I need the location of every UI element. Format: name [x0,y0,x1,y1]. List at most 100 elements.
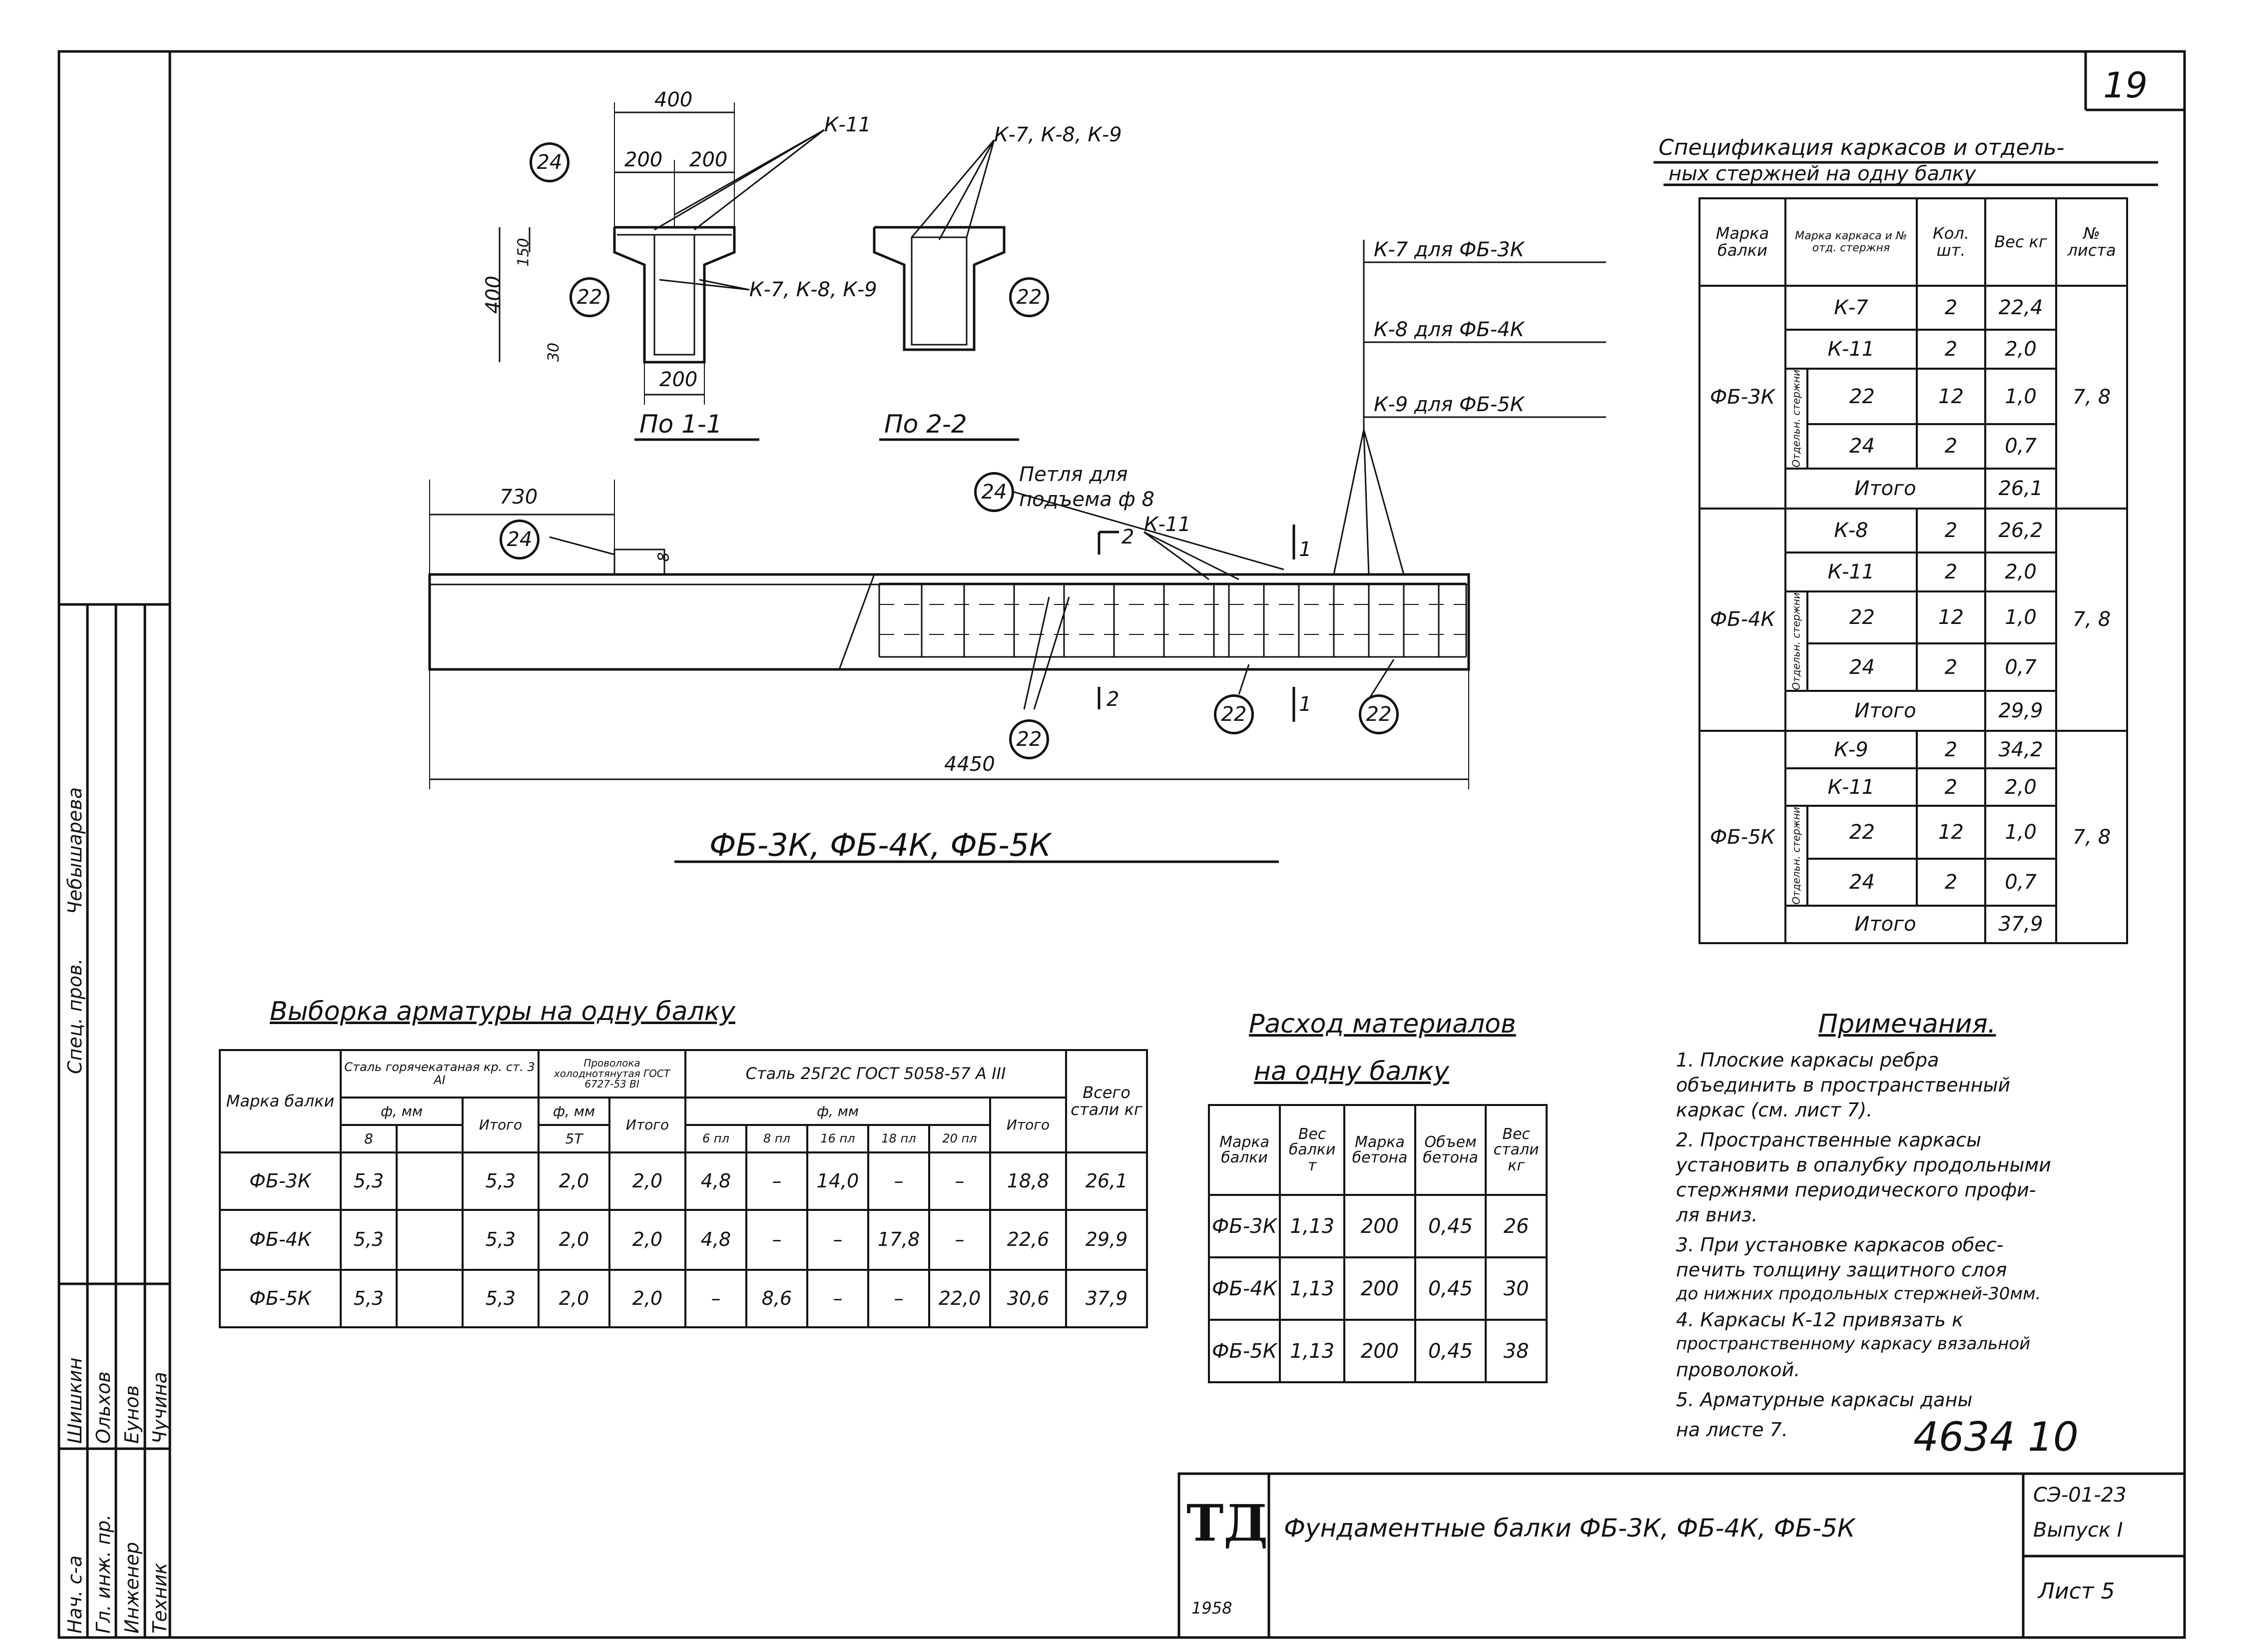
bubble-24-loop: 24 [974,472,1014,512]
notes-title: Примечания. [1818,1009,1996,1039]
spec-g1-r2-qty: 2 [1916,329,1986,370]
spec-g2-r2-qty: 2 [1916,551,1986,592]
spec-g1-r3-qty: 12 [1916,367,1986,426]
rebar-r3-c3: 5,3 [462,1269,540,1328]
elevation-drawing [428,240,1606,789]
spec-g1-r1-item: К-7 [1784,285,1918,331]
spec-g3-r2-item: К-11 [1784,767,1918,807]
spec-h-sheet: № листа [2055,197,2128,287]
sheet-number: 19 [2103,65,2148,106]
drawing-title: Фундаментные балки ФБ-3К, ФБ-4К, ФБ-5К [1284,1514,1855,1543]
rebar-h-wire-class: ВI [629,1078,639,1090]
spec-g2-r3-item: 22 [1806,590,1918,645]
loop-note-2: подъема ф 8 [1019,488,1154,511]
spec-g3-r4-qty: 2 [1916,858,1986,907]
mat-r2-c4: 30 [1485,1256,1548,1321]
dim-bottom-width: 200 [659,368,698,391]
rebar-h-25g2s-text: Сталь 25Г2С ГОСТ 5058-57 [745,1064,971,1083]
callout-k9-elevation: К-9 для ФБ-5К [1374,393,1525,416]
dim-flange: 150 [515,238,533,267]
rebar-r2-c6: 4,8 [684,1209,747,1271]
note-line: установить в опалубку продольными [1676,1154,2051,1176]
materials-table: Марка балки Вес балки т Марка бетона Объ… [1207,1104,1548,1383]
rebar-r3-c4: 2,0 [538,1269,610,1328]
spec-g1-side: Отдельн. стержни [1785,369,1807,469]
note-line: 3. При установке каркасов обес- [1676,1234,2004,1256]
loop-note-1: Петля для [1019,463,1128,486]
note-line: ля вниз. [1676,1204,1758,1226]
stamp-top-role: Чебышарева [64,787,86,914]
rebar-r3-c10: 22,0 [928,1269,991,1328]
bubble-22-section: 22 [569,277,609,317]
section-2-2-drawing [873,139,1006,351]
spec-g3-side: Отдельн. стержни [1785,806,1807,906]
rebar-table: Марка балки Сталь горячекатаная кр. ст. … [219,1049,1148,1328]
rebar-r2-c9: 17,8 [867,1209,930,1271]
section-mark-1-bottom: 1 [1299,693,1312,716]
spec-h-mark: Марка балки [1698,197,1786,287]
mat-r3-c0: ФБ-5К [1207,1319,1281,1383]
spec-g2-r4-item: 24 [1806,642,1918,692]
rebar-r1-c11: 18,8 [989,1151,1067,1211]
rebar-r2-c10: – [928,1209,991,1271]
archive-number: 4634 10 [1913,1414,2079,1460]
stamp-name: Чучина [149,1372,171,1444]
rebar-r3-c7: 8,6 [745,1269,808,1328]
spec-g2-side: Отдельн. стержни [1785,591,1807,691]
rebar-h-st3: Сталь горячекатаная кр. ст. 3 АI [340,1049,540,1099]
dim-width-top: 400 [654,88,693,111]
spec-g3-total-label: Итого [1784,904,1986,944]
mat-h-mark: Марка балки [1207,1104,1281,1196]
dim-half-left: 200 [624,148,663,171]
callout-k7-elevation: К-7 для ФБ-3К [1374,238,1525,261]
materials-title-1: Расход материалов [1249,1009,1516,1039]
note-line: пространственному каркасу вязальной [1676,1334,2031,1354]
spec-g2-r1-item: К-8 [1784,507,1918,553]
rebar-d-wire-5t: 5Т [538,1124,610,1153]
rebar-r1-c8: 14,0 [806,1151,869,1211]
mat-r3-c3: 0,45 [1414,1319,1487,1383]
rebar-r3-c6: – [684,1269,747,1328]
rebar-h-wire-diam: ф, мм [538,1097,610,1126]
spec-g3-r3-w: 1,0 [1984,805,2057,860]
rebar-r1-c12: 26,1 [1065,1151,1148,1211]
inner-frame [168,50,2186,1639]
rebar-r2-c12: 29,9 [1065,1209,1148,1271]
spec-g1-total-label: Итого [1784,467,1986,510]
spec-g1-r1-w: 22,4 [1984,285,2057,331]
rebar-r1-c0: ФБ-3К [219,1151,342,1211]
mat-r2-c1: 1,13 [1279,1256,1346,1321]
rebar-r2-c4: 2,0 [538,1209,610,1271]
section-mark-2-top: 2 [1121,526,1134,549]
rebar-h-25-diam: ф, мм [684,1097,991,1126]
rebar-d-25-18: 18 пл [867,1124,930,1153]
rebar-d-st3-empty [396,1124,464,1153]
rebar-r3-c2 [396,1269,464,1328]
spec-g1-r3-item: 22 [1806,367,1918,426]
rebar-d-st3-8: 8 [340,1124,398,1153]
rebar-r3-c0: ФБ-5К [219,1269,342,1328]
rebar-d-25-16: 16 пл [806,1124,869,1153]
callout-k11-section: К-11 [824,113,871,136]
spec-g2-r4-qty: 2 [1916,642,1986,692]
mat-r3-c1: 1,13 [1279,1319,1346,1383]
spec-g2-r3-qty: 12 [1916,590,1986,645]
mat-h-grade: Марка бетона [1343,1104,1416,1196]
bubble-22-elev-a: 22 [1009,719,1049,759]
mat-r2-c2: 200 [1343,1256,1416,1321]
rebar-r2-c11: 22,6 [989,1209,1067,1271]
rebar-r1-c9: – [867,1151,930,1211]
rebar-h-st3-itogo: Итого [462,1097,540,1153]
org-logo: ТД [1186,1494,1268,1553]
callout-k8-elevation: К-8 для ФБ-4К [1374,318,1525,341]
rebar-r1-c6: 4,8 [684,1151,747,1211]
spec-g1-r4-w: 0,7 [1984,423,2057,470]
note-line: 1. Плоские каркасы ребра [1676,1049,1939,1071]
bubble-22-elev-b: 22 [1214,694,1254,734]
note-line: 4. Каркасы К-12 привязать к [1676,1309,1964,1331]
callout-k7-section: К-7, К-8, К-9 [749,278,877,301]
materials-title-2: на одну балку [1254,1057,1449,1087]
rebar-r1-c10: – [928,1151,991,1211]
spec-g2-sheet: 7, 8 [2055,507,2128,732]
